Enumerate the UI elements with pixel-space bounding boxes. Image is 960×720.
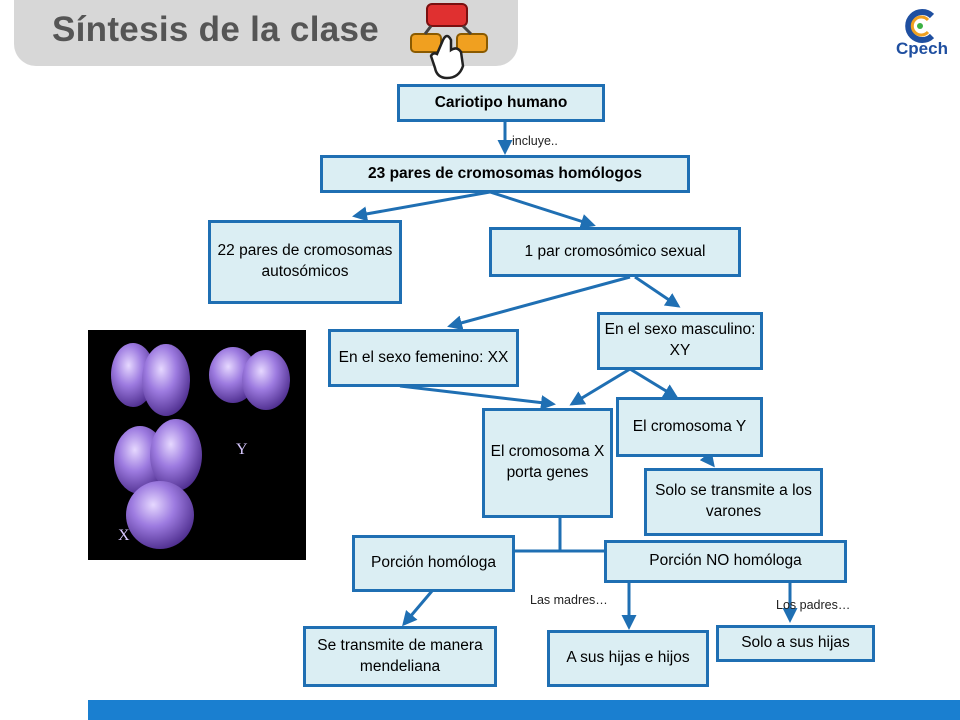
box-x-carries-genes: El cromosoma X porta genes xyxy=(482,408,613,518)
footer-bar xyxy=(88,700,960,720)
karyotype-image: Y X xyxy=(88,330,306,560)
logo-text: Cpech xyxy=(896,39,948,58)
box-y-chromosome: El cromosoma Y xyxy=(616,397,763,457)
box-cariotipo-humano: Cariotipo humano xyxy=(397,84,605,122)
flowchart-click-icon xyxy=(405,0,495,85)
box-female-xx: En el sexo femenino: XX xyxy=(328,329,519,387)
box-to-sons-daughters: A sus hijas e hijos xyxy=(547,630,709,687)
label-includes: incluye.. xyxy=(512,134,558,148)
box-male-xy: En el sexo masculino: XY xyxy=(597,312,763,370)
label-mothers: Las madres… xyxy=(530,593,608,607)
box-y-only-males: Solo se transmite a los varones xyxy=(644,468,823,536)
chromosome-y-label: Y xyxy=(236,441,248,458)
cpech-logo: Cpech xyxy=(890,6,954,64)
box-mendelian: Se transmite de manera mendeliana xyxy=(303,626,497,687)
box-non-homologous: Porción NO homóloga xyxy=(604,540,847,583)
chromosome-x-label: X xyxy=(118,527,130,544)
page-title: Síntesis de la clase xyxy=(52,10,380,49)
box-to-daughters: Solo a sus hijas xyxy=(716,625,875,662)
box-sex-pair: 1 par cromosómico sexual xyxy=(489,227,741,277)
box-23-pairs: 23 pares de cromosomas homólogos xyxy=(320,155,690,193)
box-autosomes: 22 pares de cromosomas autosómicos xyxy=(208,220,402,304)
box-homologous: Porción homóloga xyxy=(352,535,515,592)
label-fathers: Los padres… xyxy=(776,598,851,612)
